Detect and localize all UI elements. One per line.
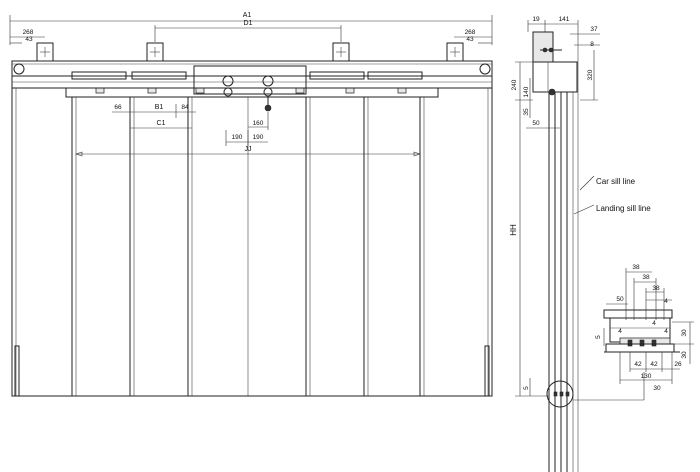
dim-center: 160 190 190 [225, 112, 269, 146]
label-190-right: 190 [253, 134, 264, 141]
label-19: 19 [532, 16, 540, 23]
side-view: 19 141 37 8 240 140 [509, 16, 651, 472]
detail-sill-body [603, 309, 680, 353]
side-dims-top: 19 141 37 8 [527, 16, 600, 48]
detail-callout [546, 372, 645, 408]
dim-jj: JJ [75, 146, 421, 157]
label-car-sill: Car sill line [596, 177, 636, 186]
label-141: 141 [559, 16, 570, 23]
dim-right-corner: 268 43 [454, 29, 492, 44]
label-140: 140 [523, 86, 530, 97]
label-240: 240 [511, 79, 518, 90]
label-detail-30-c: 30 [653, 385, 661, 392]
detail-dims-bottom: 42 42 26 130 30 [619, 352, 682, 392]
label-37: 37 [590, 26, 598, 33]
label-66: 66 [114, 104, 122, 111]
label-jj: JJ [245, 146, 252, 153]
label-landing-sill: Landing sill line [596, 204, 651, 213]
mounting-brackets [36, 42, 464, 62]
label-right-268: 268 [465, 29, 476, 36]
label-hh: HH [509, 224, 518, 236]
label-190-left: 190 [232, 134, 243, 141]
label-35: 35 [523, 108, 530, 116]
detail-dims-top: 38 38 38 4 50 [606, 264, 672, 320]
label-detail-38-b: 38 [642, 274, 650, 281]
label-detail-30-b: 30 [681, 351, 688, 359]
dim-a1: A1 [9, 12, 493, 45]
label-d1: D1 [244, 20, 253, 27]
label-right-43: 43 [466, 36, 474, 43]
label-a1: A1 [243, 12, 252, 19]
label-5: 5 [523, 386, 530, 390]
door-panels [12, 97, 492, 397]
detail-dims-side: 4 4 4 5 30 30 [595, 320, 694, 364]
label-320: 320 [587, 69, 594, 80]
label-detail-130: 130 [641, 373, 652, 380]
side-dims-vertical: 240 140 320 35 50 [511, 50, 598, 129]
label-detail-30-a: 30 [681, 329, 688, 337]
label-detail-4-a: 4 [664, 298, 668, 305]
label-detail-26: 26 [674, 361, 682, 368]
label-c1: C1 [157, 120, 166, 127]
label-detail-4-d: 4 [664, 328, 668, 335]
label-detail-42-b: 42 [650, 361, 658, 368]
dim-hh: HH 5 [509, 100, 549, 397]
label-b1: B1 [155, 104, 164, 111]
label-detail-50: 50 [616, 296, 624, 303]
label-detail-5: 5 [595, 335, 602, 339]
label-detail-42-a: 42 [634, 361, 642, 368]
label-50: 50 [532, 120, 540, 127]
sill-labels: Car sill line Landing sill line [573, 175, 651, 215]
label-84: 84 [181, 104, 189, 111]
side-header [532, 31, 578, 96]
label-8: 8 [590, 41, 594, 48]
sill-detail: 38 38 38 4 50 [595, 264, 694, 392]
label-detail-4-c: 4 [652, 320, 656, 327]
dim-c1: C1 [130, 120, 192, 129]
dim-left-corner: 268 43 [10, 29, 45, 44]
label-160: 160 [253, 120, 264, 127]
label-left-268: 268 [23, 29, 34, 36]
front-view: A1 D1 268 43 268 43 [9, 12, 493, 397]
label-left-43: 43 [25, 36, 33, 43]
label-detail-38-a: 38 [632, 264, 640, 271]
dim-b1: 66 B1 84 [112, 104, 196, 118]
dim-d1: D1 [154, 20, 342, 42]
side-door-leaves [548, 40, 579, 472]
label-detail-4-b: 4 [618, 328, 622, 335]
